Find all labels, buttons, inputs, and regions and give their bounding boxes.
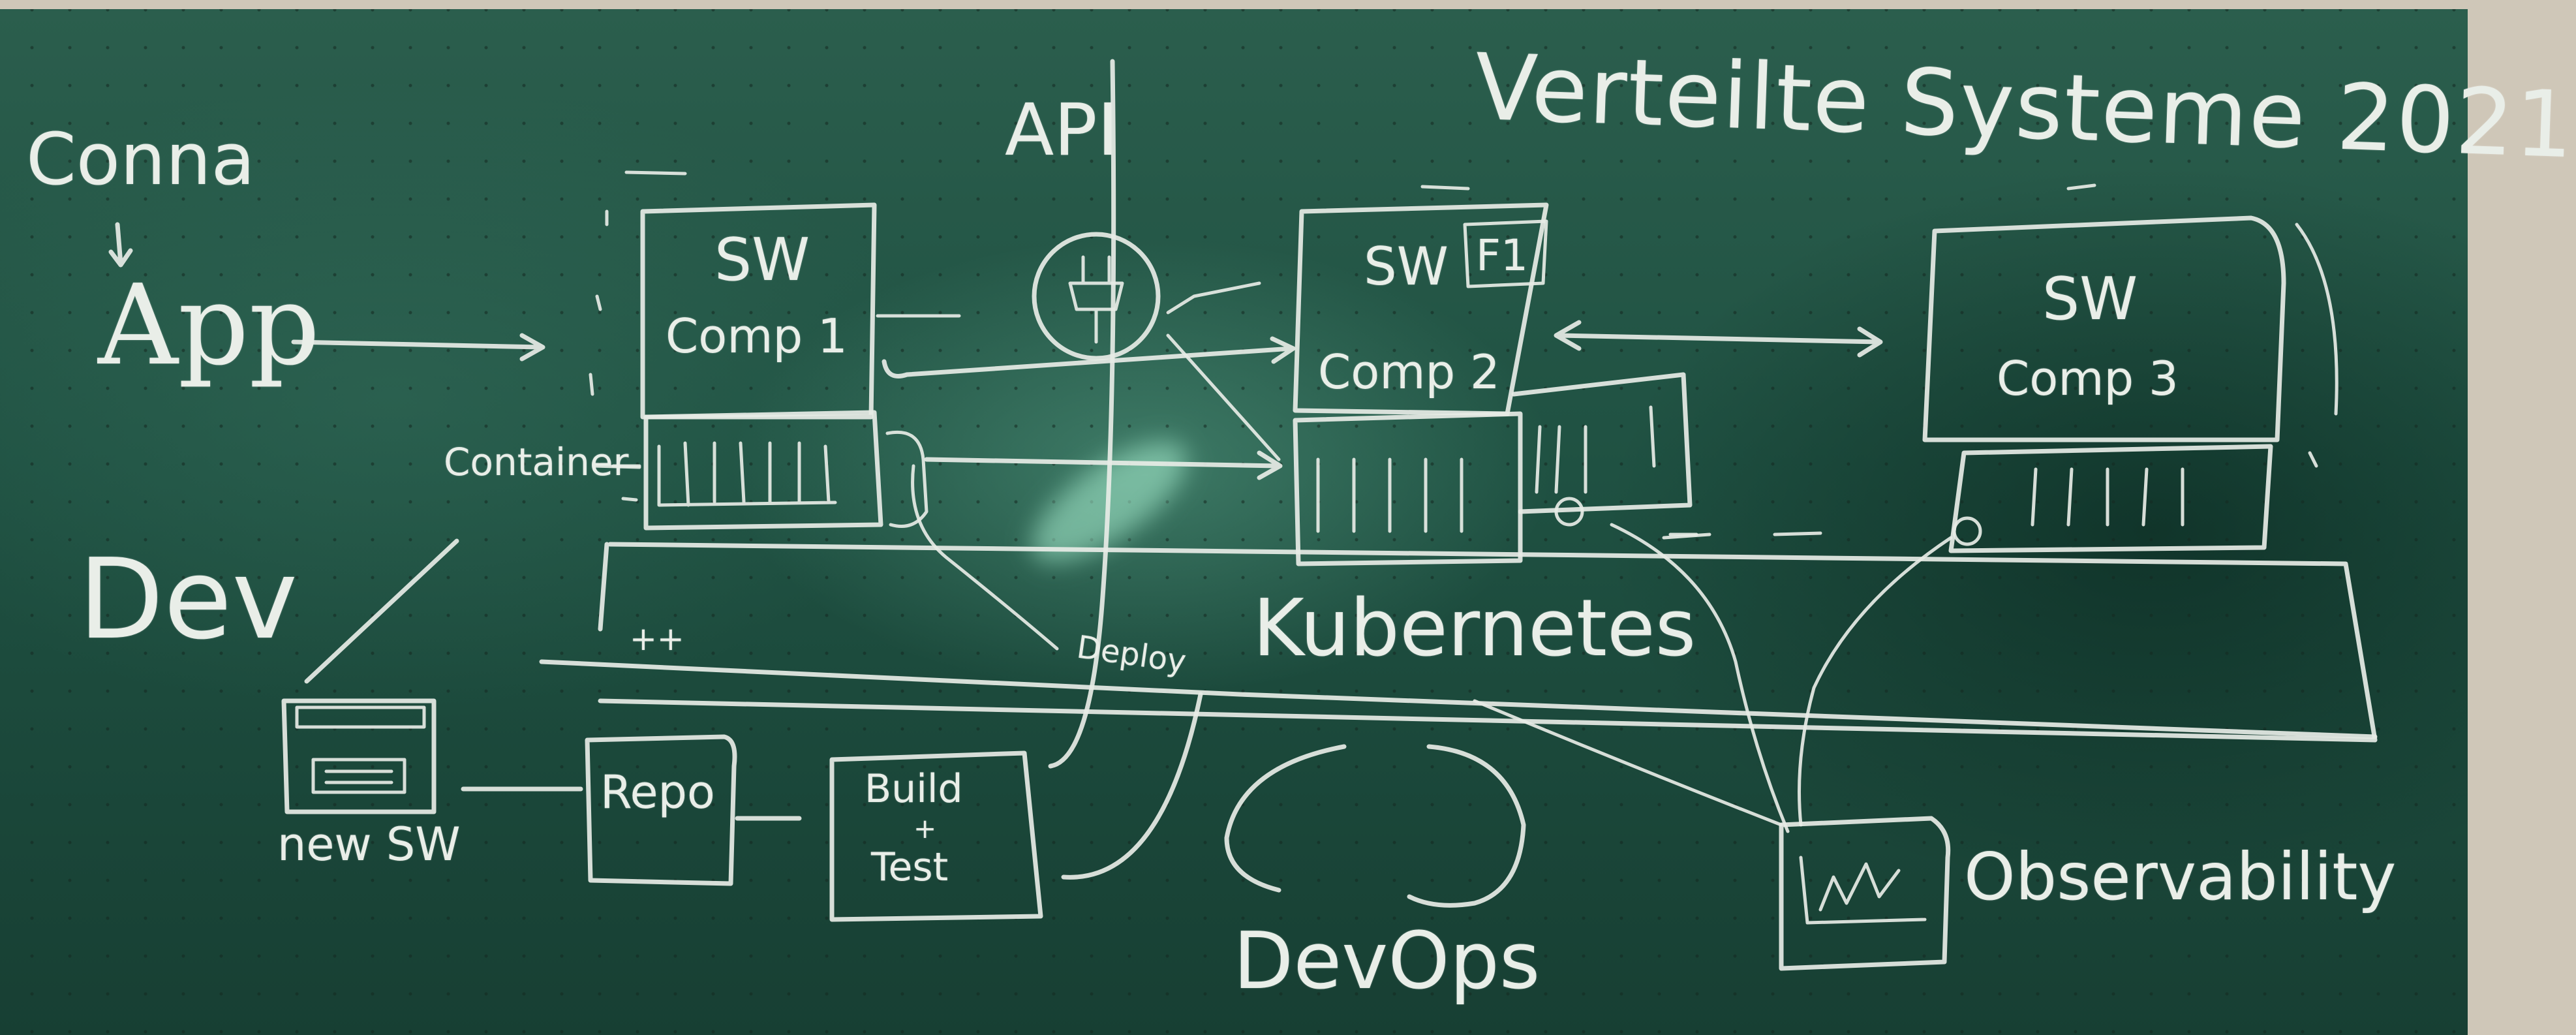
plus-dash <box>1662 533 1711 540</box>
comp2-comp3-arrow <box>1554 320 1883 358</box>
obs-curve-from-comp3 <box>1798 536 1953 827</box>
comp3-label-line1: SW <box>2042 265 2138 333</box>
comp2-extra-pods <box>1535 405 1656 494</box>
comp2-pods <box>1316 457 1464 533</box>
comp1-label-line2: Comp 1 <box>666 309 848 363</box>
conna-label: Conna <box>26 117 255 201</box>
container-label-dash <box>592 464 641 469</box>
comp2-tag-box <box>1463 219 1548 288</box>
dev-label: Dev <box>78 535 298 664</box>
new-sw-inner <box>295 705 426 794</box>
api-label: API <box>1005 88 1119 172</box>
obs-curve-from-comp2 <box>1610 523 1790 833</box>
new-sw-box <box>281 698 437 814</box>
build-plus-label: + <box>913 812 937 844</box>
comp3-pods <box>2031 467 2185 527</box>
api-plug-icon <box>1068 255 1124 344</box>
comp1-side-box <box>885 430 928 528</box>
comp2-tag-label: F1 <box>1476 230 1528 281</box>
api-diagonal <box>1166 333 1281 461</box>
comp3-container-box <box>1948 444 2273 553</box>
comp1-box <box>640 202 877 420</box>
api-line <box>1048 59 1116 769</box>
repo-box <box>585 734 737 886</box>
api-arrow-to-comp2 <box>1166 281 1261 315</box>
repo-label: Repo <box>600 765 715 819</box>
container-label: Container <box>444 440 629 484</box>
comp2-container-box <box>1293 411 1523 566</box>
build-label: Build <box>865 766 963 812</box>
new-sw-label: new SW <box>277 818 461 871</box>
comp1-deploy-curve <box>911 464 1059 651</box>
kubernetes-label: Kubernetes <box>1253 583 1696 674</box>
test-label: Test <box>871 844 949 890</box>
build-test-box <box>829 750 1043 922</box>
comp3-endpoint-circle <box>1952 516 1982 546</box>
obs-curve-from-kube <box>1473 699 1783 827</box>
comp3-label-line2: Comp 3 <box>1997 351 2179 406</box>
comp1-pods <box>657 441 837 507</box>
container-to-comp2-arrow <box>924 450 1283 480</box>
comp2-endpoint-circle <box>1554 497 1584 527</box>
comp2-extra-box <box>1511 372 1693 514</box>
chalk-drawing <box>108 59 2378 971</box>
comp2-label-line2: Comp 2 <box>1318 345 1500 399</box>
kubernetes-base-line <box>539 659 2378 739</box>
plus-marks: ++ <box>630 620 684 658</box>
devops-label: DevOps <box>1233 916 1541 1007</box>
comp1-container-box <box>643 410 883 531</box>
observability-label: Observability <box>1964 839 2397 915</box>
app-label: App <box>98 261 320 390</box>
comp3-shadow-line <box>2295 223 2338 468</box>
observability-box <box>1779 816 1951 971</box>
comp3-box <box>1922 215 2286 442</box>
comp1-to-comp2-arrow <box>882 336 1296 378</box>
api-circle <box>1032 232 1161 361</box>
comp2-label-line1: SW <box>1364 236 1449 297</box>
observability-graph-icon <box>1799 856 1927 925</box>
kubernetes-platform <box>598 542 2378 743</box>
comp1-label-line1: SW <box>714 226 810 294</box>
deploy-curve <box>1061 692 1203 880</box>
chalkboard: Verteilte Systeme 2021 Conna App Dev API… <box>0 9 2576 1035</box>
devops-loop-right <box>1407 744 1526 908</box>
comp1-left-ticks <box>589 209 641 502</box>
title-dash <box>2066 183 2096 191</box>
conna-to-app-arrow <box>108 222 133 268</box>
dev-diagonal <box>304 538 459 684</box>
top-dashes <box>624 170 1470 191</box>
app-to-comp1-arrow <box>291 333 545 362</box>
devops-loop-left <box>1224 744 1347 893</box>
